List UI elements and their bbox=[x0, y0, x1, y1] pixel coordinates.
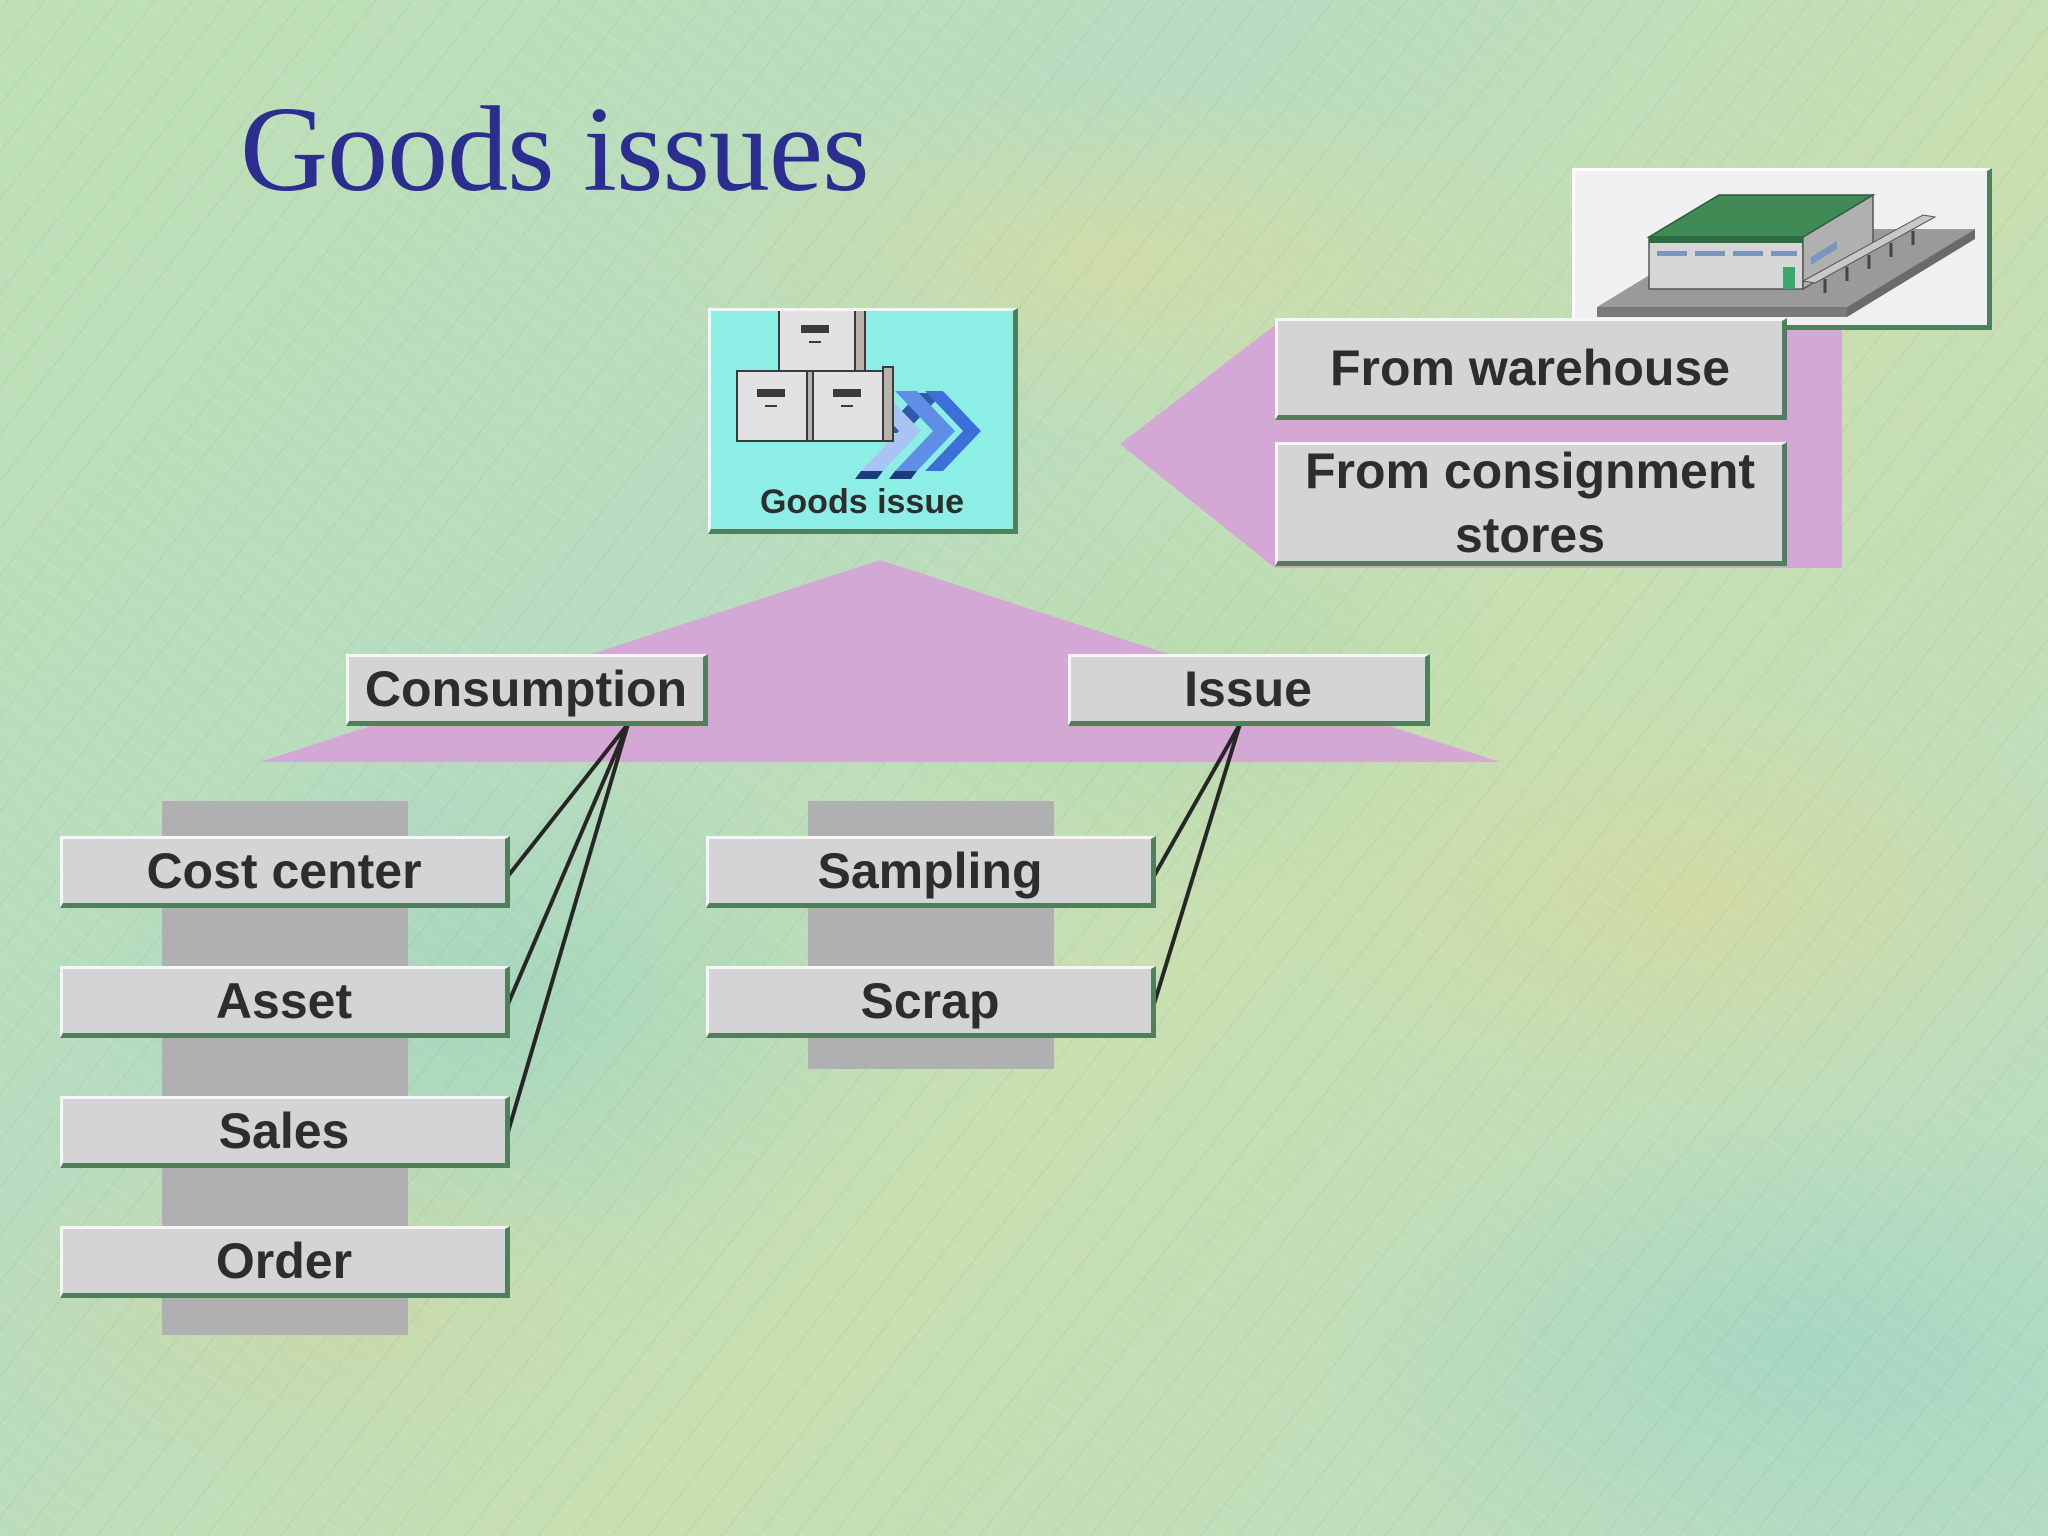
item-cost-center: Cost center bbox=[60, 836, 510, 908]
connector-sales bbox=[506, 723, 630, 1133]
item-sampling: Sampling bbox=[706, 836, 1156, 908]
category-issue: Issue bbox=[1068, 654, 1430, 726]
category-consumption: Consumption bbox=[346, 654, 708, 726]
warehouse-panel bbox=[1572, 168, 1992, 330]
source-from-consignment-stores: From consignment stores bbox=[1275, 442, 1787, 566]
goods-issue-label: Goods issue bbox=[759, 483, 965, 521]
connector-scrap bbox=[1152, 723, 1242, 1005]
boxes-with-arrows-icon bbox=[736, 311, 981, 479]
item-scrap: Scrap bbox=[706, 966, 1156, 1038]
item-sales: Sales bbox=[60, 1096, 510, 1168]
item-order: Order bbox=[60, 1226, 510, 1298]
source-from-warehouse: From warehouse bbox=[1275, 318, 1787, 420]
connector-asset bbox=[506, 723, 630, 1005]
item-asset: Asset bbox=[60, 966, 510, 1038]
connector-sampling bbox=[1152, 723, 1242, 877]
goods-issue-panel: Goods issue bbox=[708, 308, 1018, 534]
warehouse-icon bbox=[1597, 193, 1975, 317]
connector-cost-center bbox=[506, 722, 630, 878]
page-title: Goods issues bbox=[240, 82, 870, 217]
